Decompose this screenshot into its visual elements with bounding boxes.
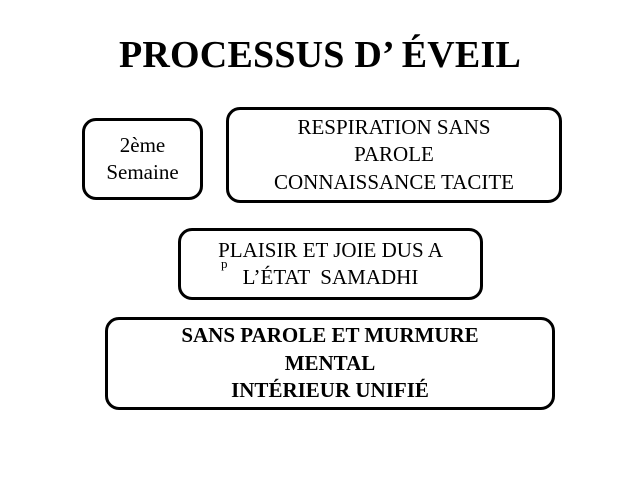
node-week[interactable]: 2ème Semaine (82, 118, 203, 200)
node-plaisir[interactable]: PLAISIR ET JOIE DUS A L’ÉTAT SAMADHI p (178, 228, 483, 300)
page-title: PROCESSUS D’ ÉVEIL (119, 34, 521, 76)
node-respiration-line-1: RESPIRATION SANS (297, 115, 491, 140)
node-week-line-2: Semaine (106, 160, 179, 184)
node-week-line-1: 2ème (119, 132, 166, 157)
node-sans-parole-line-3: INTÉRIEUR UNIFIÉ (231, 378, 429, 403)
node-sans-parole-line-1: SANS PAROLE ET MURMURE (181, 322, 479, 347)
node-sans-parole[interactable]: SANS PAROLE ET MURMURE MENTAL INTÉRIEUR … (105, 317, 555, 410)
node-plaisir-line-1: PLAISIR ET JOIE DUS A (218, 237, 443, 262)
node-plaisir-line-2: L’ÉTAT SAMADHI (242, 265, 419, 289)
node-respiration-line-3: CONNAISSANCE TACITE (273, 169, 515, 194)
node-respiration-line-2: PAROLE (354, 142, 434, 167)
node-respiration[interactable]: RESPIRATION SANS PAROLE CONNAISSANCE TAC… (226, 107, 562, 203)
node-sans-parole-line-2: MENTAL (284, 350, 376, 375)
